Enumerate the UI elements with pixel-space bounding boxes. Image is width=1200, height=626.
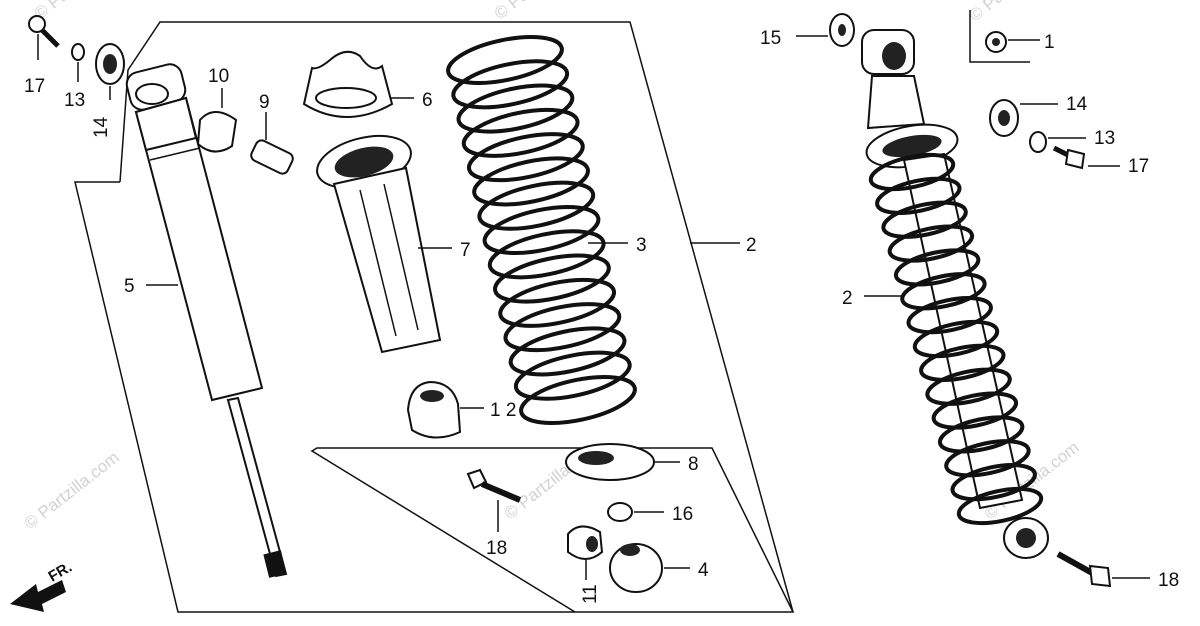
spring-coil-turn xyxy=(498,277,617,328)
spring-coil-turn xyxy=(461,107,580,158)
washer-13-left xyxy=(71,43,85,82)
stopper-rubber-12 xyxy=(406,380,484,439)
spring-coil-turn xyxy=(519,375,637,425)
spring-seat-6 xyxy=(302,50,414,118)
callout-16: 16 xyxy=(672,504,693,525)
spring-3 xyxy=(446,35,637,425)
spring-coil-turn xyxy=(482,205,601,255)
bolt-17-top-left xyxy=(28,15,60,60)
callout-12: 1 2 xyxy=(490,400,516,421)
lower-eye-4 xyxy=(609,543,690,593)
spring-coil-turn xyxy=(472,156,590,207)
callout-13-right: 13 xyxy=(1094,128,1115,149)
callout-11: 11 xyxy=(580,584,601,604)
callout-4: 4 xyxy=(698,560,709,581)
callout-14-left: 14 xyxy=(91,116,112,138)
spring-coil-turn xyxy=(919,343,1006,382)
bolt-17-right xyxy=(1052,145,1120,170)
spring-coil-turn xyxy=(513,350,632,401)
bushing-11 xyxy=(567,525,604,580)
washer-13-right xyxy=(1029,131,1086,153)
callout-15: 15 xyxy=(760,28,781,49)
damper-5 xyxy=(125,63,288,578)
spring-coil-turn xyxy=(944,439,1031,478)
callout-3: 3 xyxy=(636,235,647,256)
spring-coil-turn xyxy=(456,83,575,134)
spring-coil-turn xyxy=(912,319,1000,359)
callout-17-left: 17 xyxy=(24,76,45,97)
assembly-outline xyxy=(74,181,795,613)
cap-1 xyxy=(985,31,1040,53)
cap-15 xyxy=(796,13,855,47)
spring-coil-turn xyxy=(937,415,1025,454)
spring-coil-turn xyxy=(493,253,611,304)
spring-coil-turn xyxy=(925,367,1012,406)
assembly-outline-top xyxy=(119,21,794,613)
watermark-text: © Partzilla.com xyxy=(966,0,1068,25)
callout-9: 9 xyxy=(259,92,270,113)
bushing-10 xyxy=(196,88,238,153)
spring-coil-turn xyxy=(466,132,585,183)
spring-guide-7 xyxy=(316,134,452,354)
callout-13-left: 13 xyxy=(64,90,85,111)
spring-coil-turn xyxy=(950,463,1037,502)
watermark-text: © Partzilla.com xyxy=(491,0,593,23)
callout-7: 7 xyxy=(460,240,471,261)
front-direction-arrow: FR. xyxy=(10,559,75,612)
spring-coil-turn xyxy=(868,152,956,192)
spring-coil-turn xyxy=(477,180,596,231)
shock-spring-2 xyxy=(868,152,1044,526)
spring-coil-turn xyxy=(451,59,570,110)
watermark-text: © Partzilla.com xyxy=(31,0,133,23)
callout-6: 6 xyxy=(422,90,433,111)
seal-14-right xyxy=(989,99,1058,137)
bolt-18-left xyxy=(466,468,522,532)
spring-coil-turn xyxy=(887,224,975,263)
spring-coil-turn xyxy=(881,200,968,239)
spring-coil-turn xyxy=(931,391,1019,430)
callout-14-right: 14 xyxy=(1066,94,1088,115)
stopper-plate-8 xyxy=(565,443,680,481)
callout-17-right: 17 xyxy=(1128,156,1149,177)
collar-9 xyxy=(250,112,294,175)
spring-coil-turn xyxy=(508,326,627,377)
watermark-text: © Partzilla.com xyxy=(21,448,123,534)
callout-2-left: 2 xyxy=(746,235,757,256)
spring-coil-turn xyxy=(900,272,987,311)
spring-coil-turn xyxy=(956,486,1044,526)
callout-18-right: 18 xyxy=(1158,570,1179,591)
bolt-18-right xyxy=(1056,551,1150,588)
callout-10: 10 xyxy=(208,66,229,87)
callout-18-left: 18 xyxy=(486,538,507,559)
spring-coil-turn xyxy=(487,229,606,280)
spring-coil-turn xyxy=(893,248,981,287)
spring-coil-turn xyxy=(906,296,993,335)
callout-2-right: 2 xyxy=(842,288,853,309)
spring-coil-turn xyxy=(446,35,564,85)
callout-5: 5 xyxy=(124,276,135,297)
seal-14-left xyxy=(95,43,125,100)
callout-1: 1 xyxy=(1044,32,1055,53)
spring-coil-turn xyxy=(875,176,962,215)
callout-8: 8 xyxy=(688,454,699,475)
front-direction-label: FR. xyxy=(46,559,75,586)
part1-bracket xyxy=(969,10,1030,63)
nut-16 xyxy=(607,502,664,522)
spring-coil-turn xyxy=(503,302,622,353)
